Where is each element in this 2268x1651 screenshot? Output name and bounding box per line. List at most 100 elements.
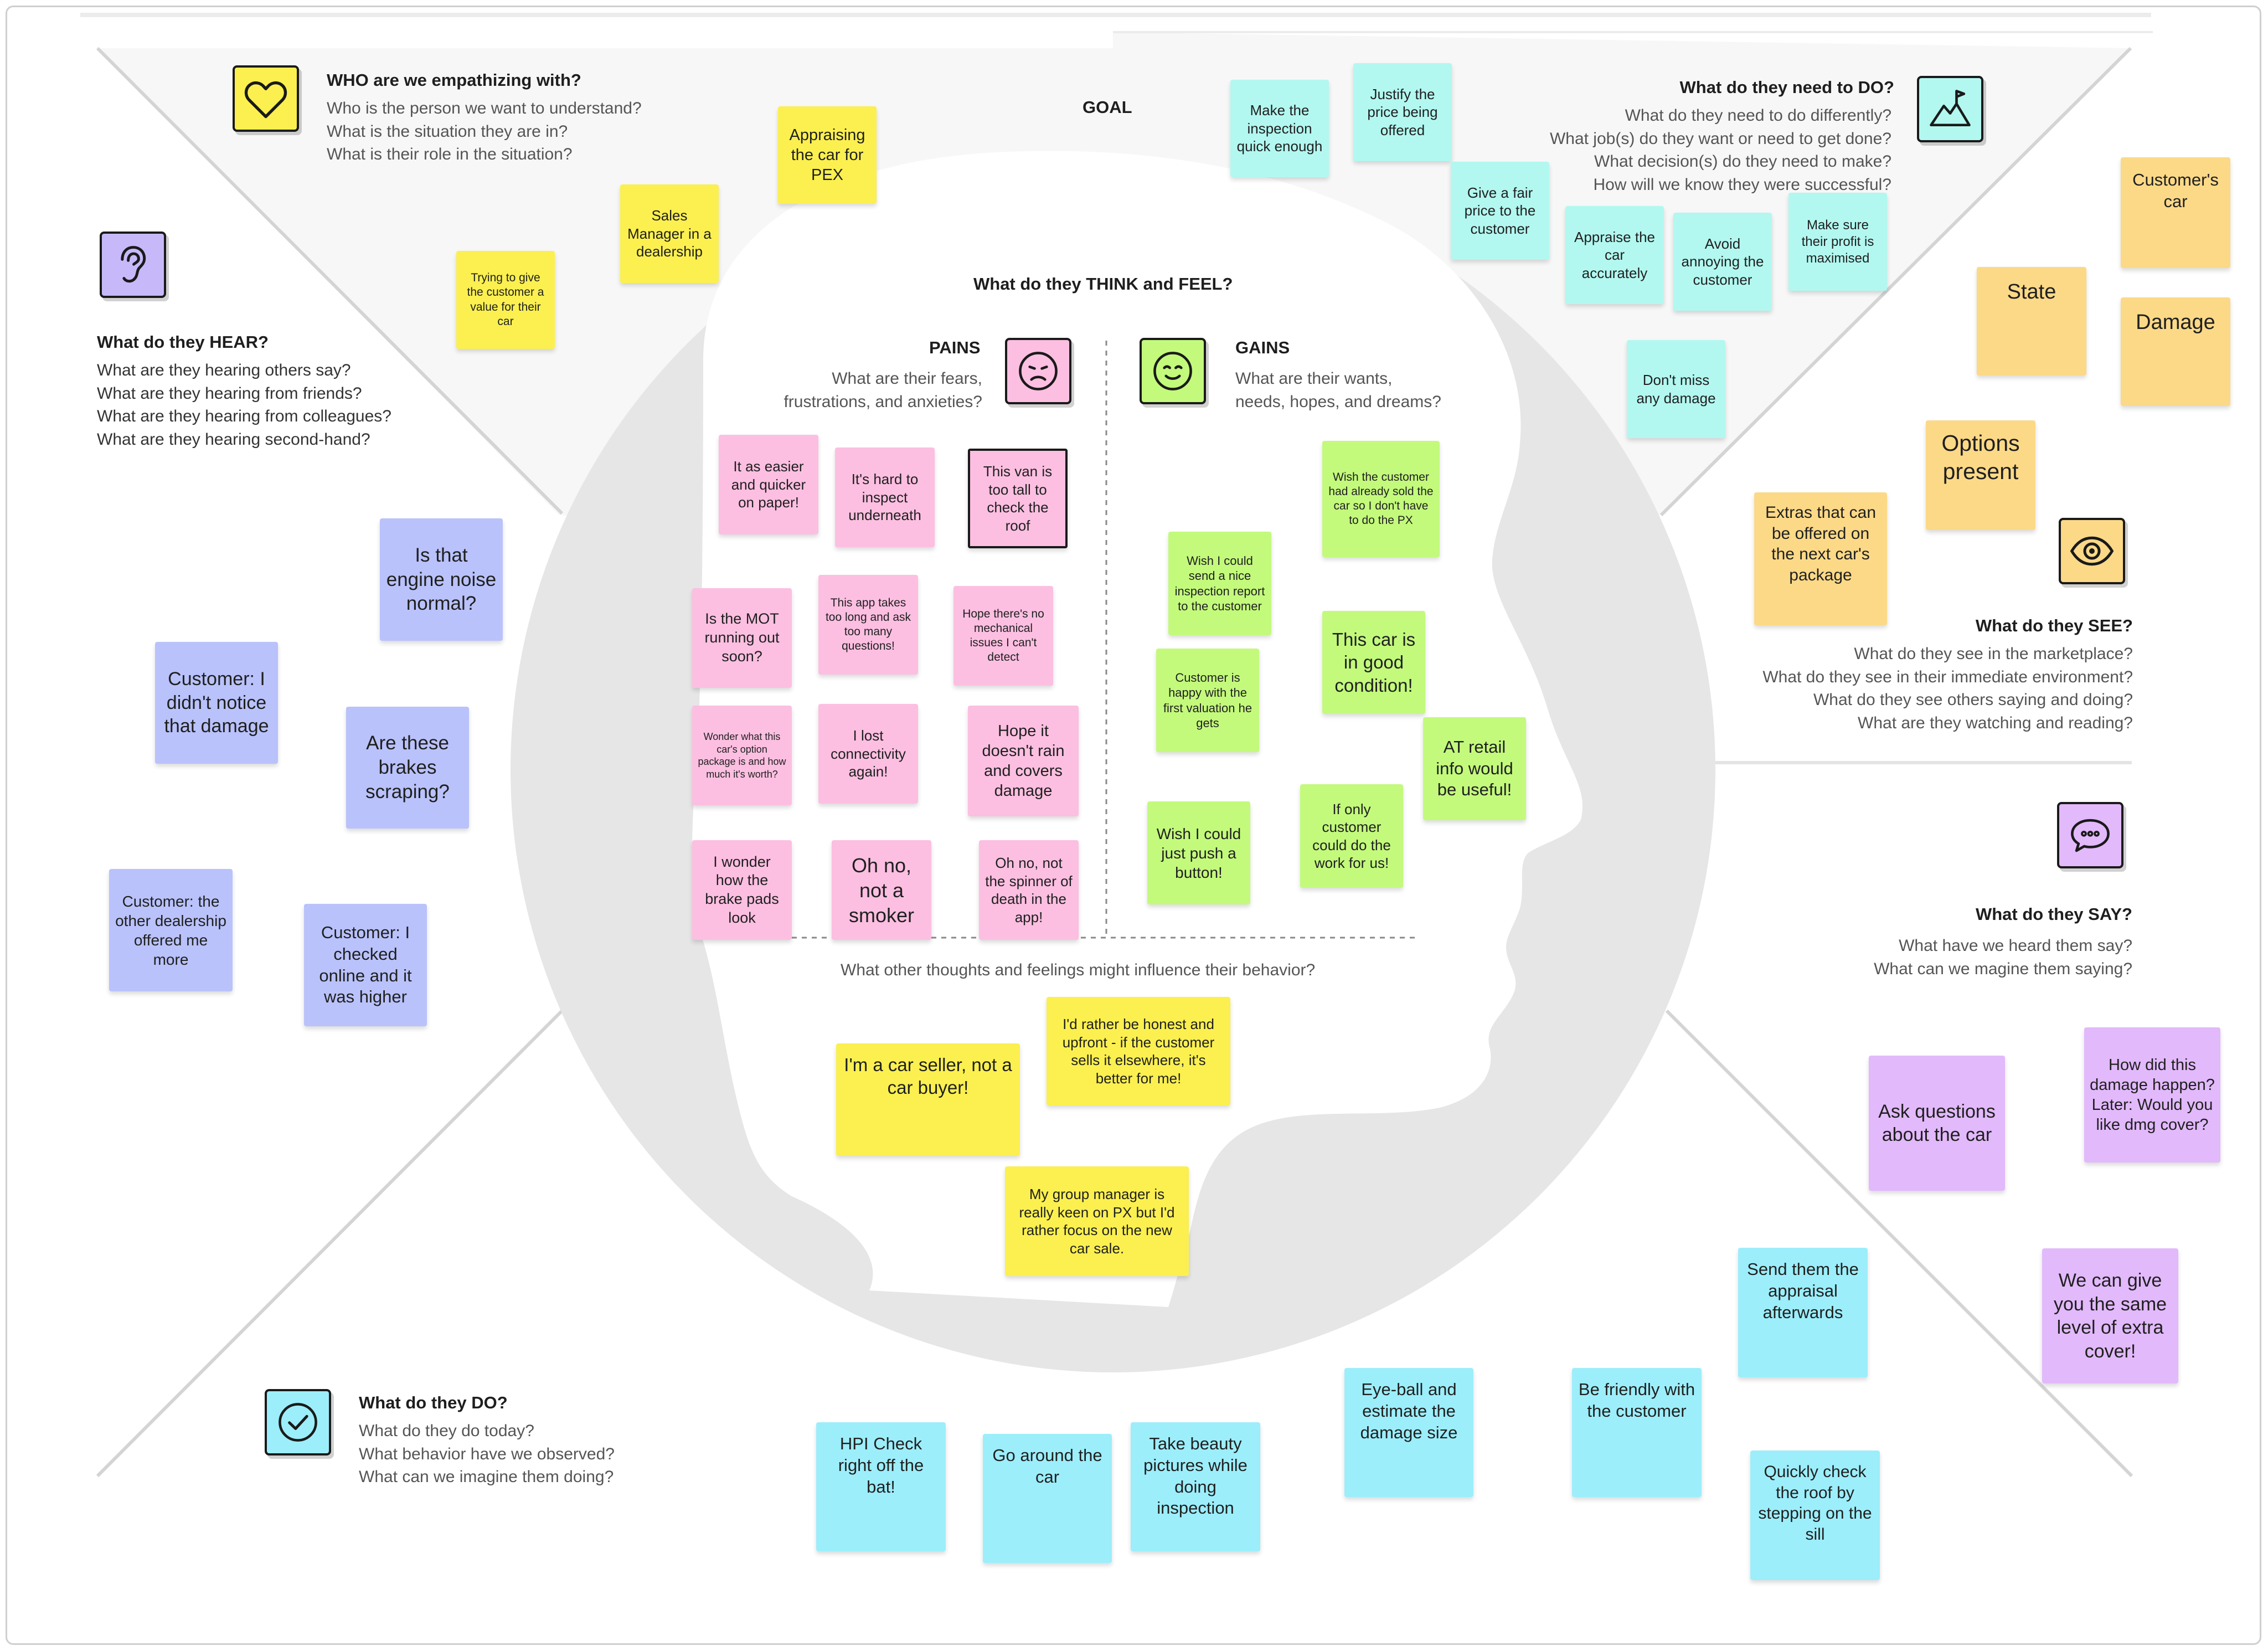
mountain-flag-icon: [1917, 76, 1983, 142]
eye-icon: [2059, 518, 2125, 584]
sticky-note-say[interactable]: How did this damage happen? Later: Would…: [2084, 1027, 2220, 1163]
sticky-note-pain[interactable]: Oh no, not a smoker: [832, 840, 931, 940]
sticky-note-see[interactable]: Damage: [2121, 297, 2230, 406]
say-title: What do they SAY?: [1975, 904, 2132, 924]
hear-question: What are they hearing others say?: [97, 361, 351, 379]
pains-questions: What are their fears, frustrations, and …: [784, 367, 982, 413]
sticky-note-pain[interactable]: This app takes too long and ask too many…: [818, 575, 918, 675]
say-question: What have we heard them say?: [1899, 937, 2132, 955]
gains-question: What are their wants,: [1235, 369, 1393, 388]
sticky-note-do[interactable]: HPI Check right off the bat!: [816, 1422, 946, 1551]
sticky-note-pain[interactable]: Oh no, not the spinner of death in the a…: [979, 840, 1079, 940]
hear-question: What are they hearing second-hand?: [97, 430, 370, 449]
sticky-note-gain[interactable]: Customer is happy with the first valuati…: [1156, 649, 1259, 752]
do-question: What behavior have we observed?: [359, 1444, 615, 1463]
think-feel-title: What do they THINK and FEEL?: [973, 274, 1233, 294]
see-questions: What do they see in the marketplace? Wha…: [1762, 642, 2133, 734]
see-question: What do they see in the marketplace?: [1854, 645, 2133, 663]
see-question: What do they see others saying and doing…: [1813, 691, 2133, 709]
sticky-note-pain[interactable]: It as easier and quicker on paper!: [719, 435, 818, 534]
sticky-note-hear[interactable]: Customer: I checked online and it was hi…: [304, 904, 427, 1026]
sticky-note-hear[interactable]: Customer: I didn't notice that damage: [155, 642, 278, 764]
sticky-note-who[interactable]: Appraising the car for PEX: [778, 106, 877, 204]
sticky-note-gain[interactable]: Wish the customer had already sold the c…: [1322, 441, 1440, 557]
divider-top-right: [1659, 47, 2132, 517]
sticky-note-see[interactable]: Extras that can be offered on the next c…: [1754, 492, 1887, 625]
need-do-question: What job(s) do they want or need to get …: [1549, 129, 1891, 148]
sticky-note-pain[interactable]: Hope there's no mechanical issues I can'…: [953, 586, 1053, 686]
need-do-question: How will we know they were successful?: [1593, 175, 1891, 194]
top-scrollbar[interactable]: [80, 13, 2151, 17]
goal-label: GOAL: [1083, 97, 1132, 117]
divider-top-left: [96, 47, 564, 515]
sticky-note-goal[interactable]: Make the inspection quick enough: [1230, 80, 1329, 177]
sticky-note-do[interactable]: Send them the appraisal afterwards: [1738, 1248, 1868, 1377]
hear-question: What are they hearing from friends?: [97, 384, 362, 403]
sticky-note-pain[interactable]: Is the MOT running out soon?: [692, 588, 792, 688]
sticky-note-do[interactable]: Quickly check the roof by stepping on th…: [1750, 1451, 1880, 1580]
sticky-note-who[interactable]: Sales Manager in a dealership: [620, 184, 719, 283]
sticky-note-hear[interactable]: Is that engine noise normal?: [380, 518, 503, 641]
gains-title: GAINS: [1235, 338, 1290, 357]
head-silhouette: [692, 151, 1583, 1307]
sticky-note-goal[interactable]: Don't miss any damage: [1627, 340, 1725, 438]
see-title: What do they SEE?: [1975, 616, 2133, 635]
who-question: What is the situation they are in?: [327, 122, 568, 141]
pains-question: What are their fears,: [832, 369, 982, 388]
other-thoughts-question: What other thoughts and feelings might i…: [841, 961, 1316, 979]
sticky-note-gain[interactable]: Wish I could just push a button!: [1147, 801, 1250, 904]
who-question: Who is the person we want to understand?: [327, 99, 642, 117]
sticky-note-goal[interactable]: Justify the price being offered: [1353, 63, 1452, 161]
say-question: What can we magine them saying?: [1874, 959, 2132, 978]
sticky-note-say[interactable]: We can give you the same level of extra …: [2042, 1248, 2178, 1383]
need-do-title: What do they need to DO?: [1679, 78, 1895, 97]
see-question: What are they watching and reading?: [1858, 713, 2133, 732]
sticky-note-hear[interactable]: Customer: the other dealership offered m…: [109, 869, 233, 991]
sticky-note-pain[interactable]: I lost connectivity again!: [818, 704, 918, 804]
sticky-note-do[interactable]: Take beauty pictures while doing inspect…: [1131, 1422, 1260, 1551]
sticky-note-goal[interactable]: Appraise the car accurately: [1565, 206, 1664, 304]
do-question: What do they do today?: [359, 1422, 534, 1440]
gains-questions: What are their wants, needs, hopes, and …: [1235, 367, 1441, 413]
hear-question: What are they hearing from colleagues?: [97, 407, 391, 425]
sticky-note-gain[interactable]: This car is in good condition!: [1322, 611, 1425, 714]
sticky-note-see[interactable]: State: [1977, 267, 2086, 376]
sticky-note-pain[interactable]: Wonder what this car's option package is…: [692, 706, 792, 805]
sticky-note-see[interactable]: Options present: [1926, 420, 2035, 530]
sticky-note-gain[interactable]: If only customer could do the work for u…: [1300, 784, 1403, 888]
sticky-note-thought[interactable]: I'm a car seller, not a car buyer!: [836, 1043, 1020, 1156]
sticky-note-say[interactable]: Ask questions about the car: [1869, 1056, 2005, 1191]
sad-face-icon: [1005, 338, 1071, 404]
checkmark-icon: [265, 1389, 331, 1455]
sticky-note-pain[interactable]: It's hard to inspect underneath: [835, 448, 935, 547]
sticky-note-who[interactable]: Trying to give the customer a value for …: [456, 251, 555, 349]
sticky-note-pain[interactable]: Hope it doesn't rain and covers damage: [968, 706, 1079, 816]
sticky-note-gain[interactable]: AT retail info would be useful!: [1423, 717, 1526, 820]
sticky-note-thought[interactable]: I'd rather be honest and upfront - if th…: [1047, 997, 1230, 1105]
sticky-note-see[interactable]: Customer's car: [2121, 157, 2230, 268]
hear-title: What do they HEAR?: [97, 332, 269, 352]
sticky-note-do[interactable]: Eye-ball and estimate the damage size: [1344, 1368, 1473, 1497]
pains-question: frustrations, and anxieties?: [784, 392, 982, 411]
who-title: WHO are we empathizing with?: [327, 70, 581, 90]
sticky-note-do[interactable]: Be friendly with the customer: [1572, 1368, 1702, 1497]
do-question: What can we imagine them doing?: [359, 1468, 614, 1486]
speech-bubble-icon: [2057, 802, 2123, 868]
divider-bottom-right: [1665, 1009, 2133, 1478]
sticky-note-pain[interactable]: I wonder how the brake pads look: [692, 840, 792, 940]
sticky-note-thought[interactable]: My group manager is really keen on PX bu…: [1005, 1166, 1189, 1276]
sticky-note-goal[interactable]: Make sure their profit is maximised: [1788, 193, 1887, 291]
sticky-note-goal[interactable]: Give a fair price to the customer: [1451, 162, 1549, 260]
sticky-note-goal[interactable]: Avoid annoying the customer: [1673, 213, 1772, 311]
do-questions: What do they do today? What behavior hav…: [359, 1419, 615, 1489]
say-questions: What have we heard them say? What can we…: [1874, 934, 2132, 980]
sticky-note-hear[interactable]: Are these brakes scraping?: [346, 707, 469, 829]
who-questions: Who is the person we want to understand?…: [327, 97, 642, 166]
sticky-note-pain-outlined[interactable]: This van is too tall to check the roof: [968, 449, 1068, 548]
board-frame: [6, 6, 2261, 1645]
pains-title: PAINS: [929, 338, 981, 357]
sticky-note-do[interactable]: Go around the car: [983, 1434, 1112, 1563]
sticky-note-gain[interactable]: Wish I could send a nice inspection repo…: [1168, 532, 1271, 635]
